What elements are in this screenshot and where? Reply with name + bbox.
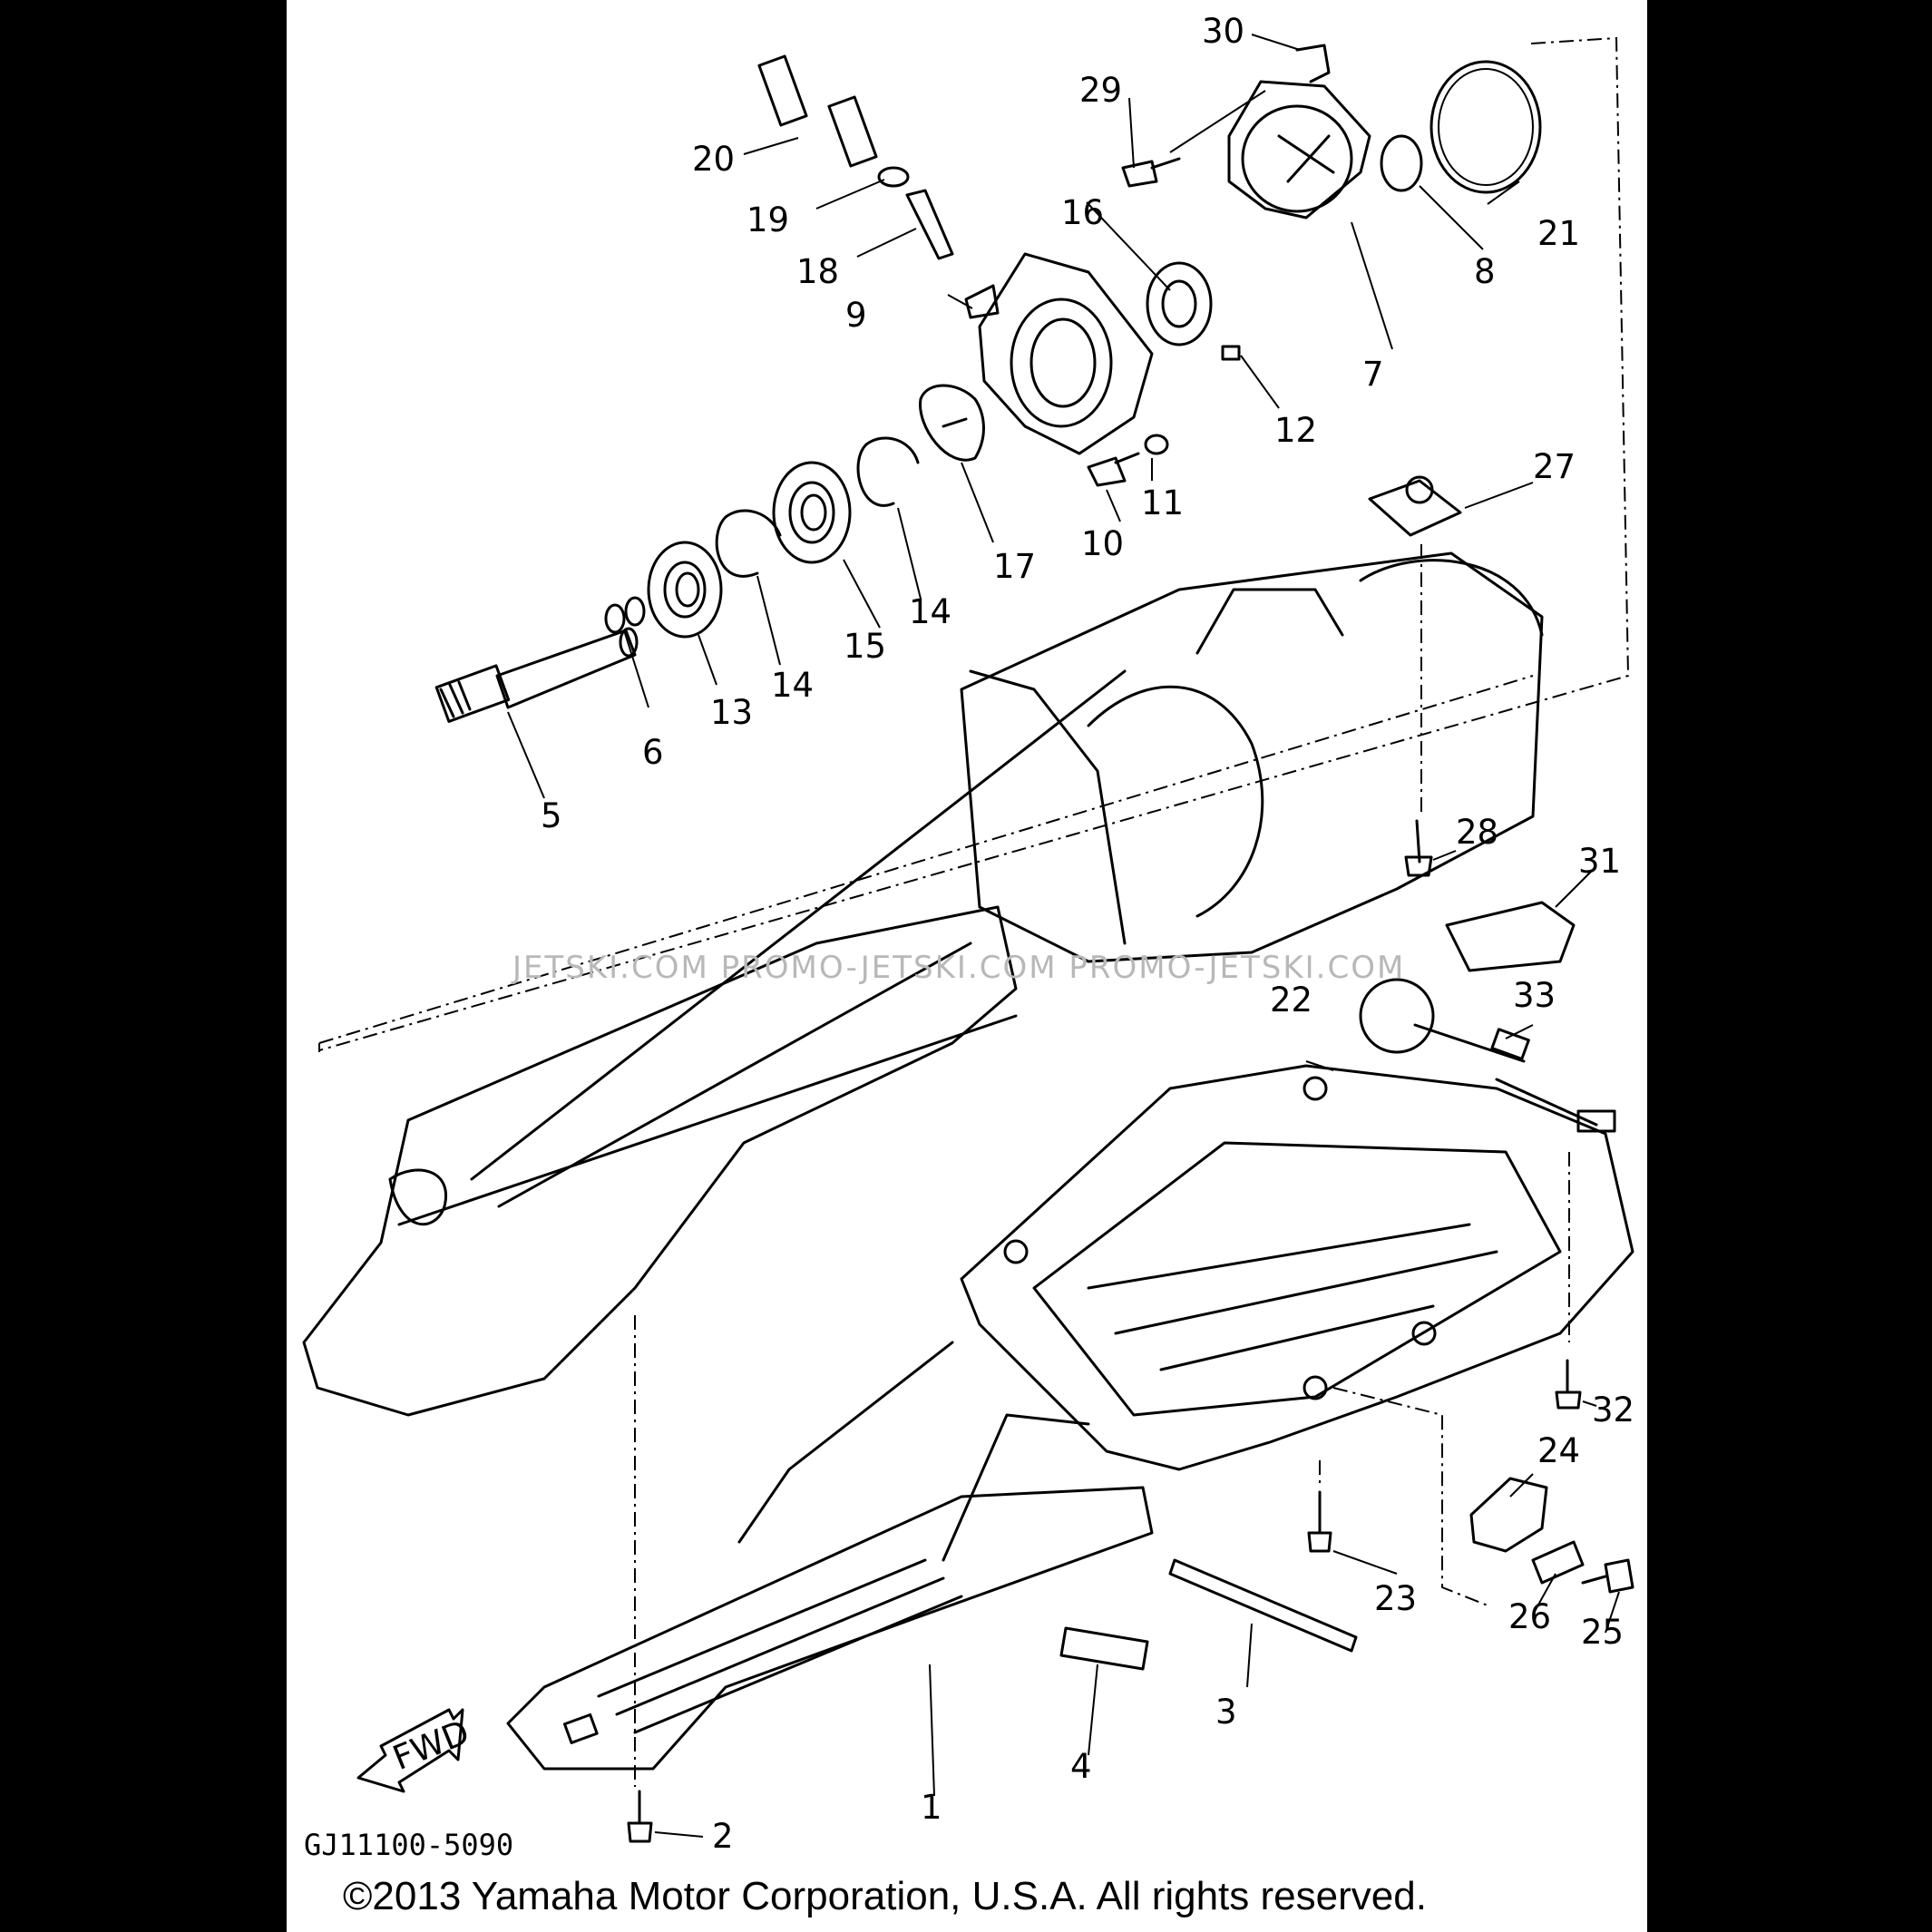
callout-28: 28 <box>1456 813 1498 852</box>
callout-2: 2 <box>712 1817 734 1856</box>
sensor-part <box>1359 978 1616 1133</box>
callout-19: 19 <box>746 200 789 239</box>
clamp-part <box>877 166 910 188</box>
callout-14-upper: 14 <box>909 592 951 631</box>
callout-26: 26 <box>1508 1597 1551 1636</box>
assembly-frame-line <box>318 36 1630 1052</box>
callout-labels: 30 29 16 21 8 7 12 11 10 17 14 15 14 13 … <box>541 12 1634 1856</box>
bolt-part <box>1307 1490 1332 1553</box>
callout-5: 5 <box>541 796 562 835</box>
plate-part <box>1368 475 1462 537</box>
callout-9: 9 <box>845 296 867 335</box>
bolt-part <box>1581 1558 1634 1594</box>
hose-part <box>757 54 878 168</box>
clip-part <box>1295 44 1331 83</box>
callout-17: 17 <box>993 547 1036 586</box>
bracket-part <box>1445 901 1576 972</box>
collar-part <box>919 384 985 462</box>
cover-part <box>1227 80 1371 220</box>
callout-33: 33 <box>1513 976 1556 1015</box>
callout-20: 20 <box>692 140 735 179</box>
callout-32: 32 <box>1592 1390 1634 1429</box>
callout-22: 22 <box>1270 981 1312 1020</box>
washer-part <box>604 603 626 634</box>
bolt-part <box>1404 819 1433 877</box>
callout-15: 15 <box>844 627 886 666</box>
callout-23: 23 <box>1374 1579 1417 1618</box>
callout-1: 1 <box>921 1788 942 1827</box>
callout-8: 8 <box>1474 252 1496 291</box>
callout-18: 18 <box>796 252 839 291</box>
forward-arrow-icon: FWD <box>356 1708 474 1793</box>
bolt-part <box>627 1790 653 1843</box>
bearing-part <box>647 541 723 639</box>
leader-lines <box>507 34 1620 1838</box>
bearing-part <box>772 461 852 564</box>
callout-24: 24 <box>1537 1431 1580 1470</box>
plate-part <box>1531 1540 1585 1585</box>
callout-7: 7 <box>1362 355 1384 394</box>
strip-part <box>1168 1558 1358 1653</box>
o-ring-part <box>1380 134 1423 192</box>
callout-25: 25 <box>1581 1613 1624 1652</box>
callout-10: 10 <box>1081 524 1124 563</box>
intake-duct-part <box>302 669 1127 1417</box>
bearing-part <box>1146 261 1213 346</box>
fitting-part <box>905 189 954 260</box>
diagram-code: GJ11100-5090 <box>304 1828 513 1862</box>
ride-plate-part <box>960 1064 1634 1471</box>
diagram-sheet <box>287 0 1647 1932</box>
large-o-ring-part <box>1429 60 1542 194</box>
washer-part <box>1144 434 1169 455</box>
watermark-text: JETSKI.COM PROMO-JETSKI.COM PROMO-JETSKI… <box>511 950 1405 986</box>
callout-27: 27 <box>1533 447 1576 486</box>
callout-13: 13 <box>710 693 753 732</box>
copyright-notice: ©2013 Yamaha Motor Corporation, U.S.A. A… <box>343 1874 1427 1918</box>
callout-14-lower: 14 <box>771 666 814 705</box>
jet-pump-housing <box>960 551 1544 963</box>
callout-11: 11 <box>1141 483 1184 522</box>
callout-6: 6 <box>642 733 664 772</box>
callout-3: 3 <box>1215 1693 1237 1732</box>
block-part <box>1469 1477 1548 1553</box>
fwd-label: FWD <box>387 1712 474 1778</box>
callout-31: 31 <box>1578 842 1621 881</box>
callout-29: 29 <box>1079 71 1122 110</box>
circlip-part <box>715 509 782 578</box>
assembly-frame-top <box>318 675 1534 1044</box>
callout-12: 12 <box>1274 411 1317 450</box>
bearing-housing-part <box>964 252 1154 455</box>
bolt-part <box>1555 1359 1582 1410</box>
bolt-part <box>1121 157 1181 188</box>
callout-30: 30 <box>1202 12 1244 51</box>
callout-16: 16 <box>1061 193 1104 232</box>
callout-4: 4 <box>1070 1747 1092 1786</box>
callout-21: 21 <box>1537 214 1580 253</box>
bolt-part <box>1087 452 1140 487</box>
pad-part <box>1059 1626 1149 1671</box>
intake-grate-part <box>506 1341 1154 1771</box>
drive-shaft-part <box>434 627 639 723</box>
dowel-pin-part <box>1221 345 1241 361</box>
